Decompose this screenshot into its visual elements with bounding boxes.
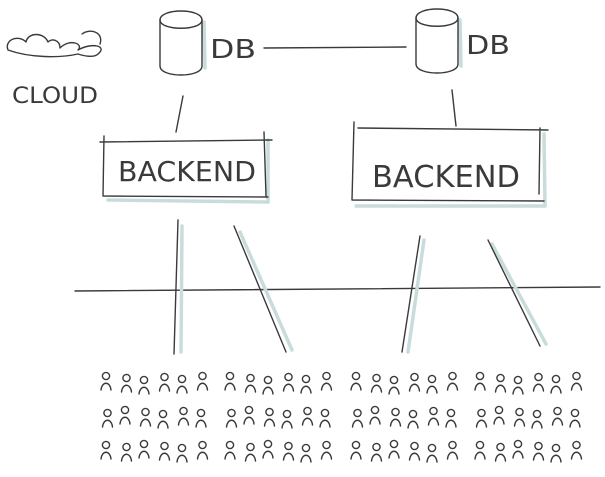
person-icon	[494, 373, 507, 393]
person-icon	[388, 439, 400, 459]
database-1[interactable]: DB	[159, 10, 256, 76]
person-icon	[350, 371, 362, 391]
person-icon	[244, 373, 257, 393]
person-icon	[177, 406, 190, 426]
person-icon	[475, 408, 488, 428]
person-icon	[138, 439, 150, 459]
person-icon	[351, 408, 364, 428]
person-icon	[408, 441, 421, 461]
person-icon	[262, 375, 274, 395]
person-icon	[446, 440, 459, 460]
person-icon	[263, 407, 276, 427]
person-icon	[281, 409, 293, 429]
person-icon	[474, 440, 486, 460]
backend-label: BACKEND	[372, 160, 520, 195]
person-icon	[570, 371, 583, 391]
person-icon	[262, 439, 274, 459]
backend-2[interactable]: BACKEND	[351, 121, 549, 208]
person-icon	[426, 374, 438, 394]
person-icon	[120, 442, 133, 462]
backend-box	[351, 121, 549, 202]
database-icon	[159, 10, 207, 76]
person-icon	[569, 408, 581, 428]
user-group	[100, 371, 209, 463]
person-icon	[445, 408, 457, 428]
person-icon	[570, 440, 583, 460]
person-icon	[158, 441, 171, 461]
person-icon	[300, 374, 312, 394]
person-icon	[100, 440, 112, 460]
user-group	[224, 371, 333, 463]
person-icon	[408, 372, 421, 392]
person-icon	[139, 407, 152, 427]
person-icon	[195, 408, 207, 428]
person-icon	[101, 408, 114, 428]
person-icon	[176, 374, 188, 394]
user-crowds	[100, 371, 583, 463]
user-group	[350, 371, 459, 463]
person-icon	[531, 409, 543, 429]
person-icon	[350, 440, 362, 460]
person-icon	[224, 371, 236, 391]
database-label: DB	[466, 31, 510, 61]
cloud-label: CLOUD	[12, 84, 98, 109]
person-icon	[550, 374, 562, 394]
person-icon	[494, 442, 507, 462]
person-icon	[532, 441, 545, 461]
person-icon	[426, 443, 438, 463]
database-2[interactable]: DB	[415, 8, 510, 74]
database-label: DB	[210, 35, 256, 65]
person-icon	[388, 375, 400, 395]
person-icon	[119, 405, 131, 425]
backend-user-links	[173, 219, 548, 355]
person-icon	[320, 440, 333, 460]
person-icon	[550, 443, 562, 463]
person-icon	[474, 371, 486, 391]
person-icon	[370, 373, 383, 393]
person-icon	[301, 406, 314, 426]
user-group	[474, 371, 583, 463]
person-icon	[120, 373, 133, 393]
person-icon	[224, 440, 236, 460]
person-icon	[244, 442, 257, 462]
person-icon	[300, 443, 312, 463]
cloud: CLOUD	[6, 30, 102, 109]
db-replication-link	[263, 46, 407, 49]
backend-box	[99, 131, 273, 198]
person-icon	[370, 442, 383, 462]
person-icon	[369, 405, 381, 425]
backend-label: BACKEND	[118, 155, 256, 188]
person-icon	[319, 408, 331, 428]
person-icon	[407, 409, 419, 429]
load-balancer-line	[74, 286, 601, 292]
person-icon	[100, 371, 112, 391]
person-icon	[513, 407, 526, 427]
person-icon	[532, 372, 545, 392]
person-icon	[196, 440, 209, 460]
person-icon	[157, 409, 169, 429]
person-icon	[196, 371, 209, 391]
cloud-icon	[6, 33, 102, 58]
person-icon	[512, 439, 524, 459]
person-icon	[282, 441, 295, 461]
person-icon	[551, 406, 564, 426]
database-icon	[415, 8, 463, 74]
person-icon	[512, 375, 524, 395]
person-icon	[138, 375, 150, 395]
db-backend-link-1	[175, 95, 184, 133]
person-icon	[282, 372, 295, 392]
backend-1[interactable]: BACKEND	[99, 131, 273, 204]
person-icon	[446, 371, 459, 391]
person-icon	[493, 405, 505, 425]
person-icon	[320, 371, 333, 391]
db-backend-link-2	[451, 89, 457, 127]
person-icon	[176, 443, 188, 463]
person-icon	[225, 408, 238, 428]
person-icon	[427, 406, 440, 426]
person-icon	[389, 407, 402, 427]
person-icon	[158, 372, 171, 392]
person-icon	[243, 405, 255, 425]
